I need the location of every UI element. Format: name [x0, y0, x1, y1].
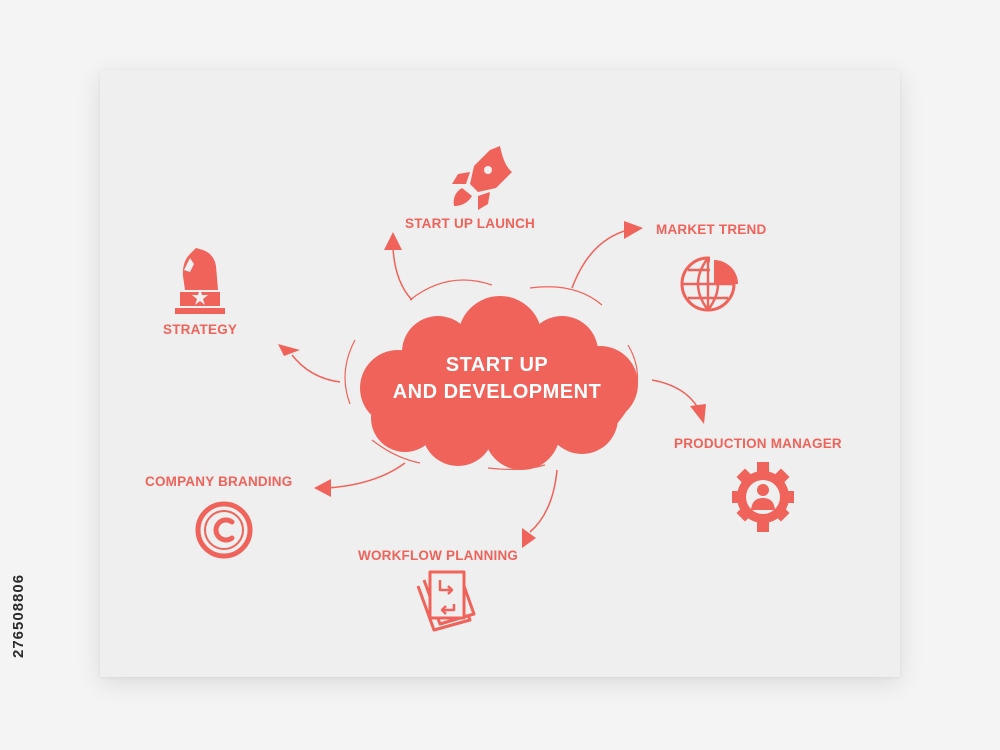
rocket-icon: [452, 146, 512, 210]
arrowhead-strategy: [278, 344, 300, 356]
connector-market-trend: [571, 229, 629, 289]
arrowhead-start-up-launch: [384, 232, 402, 250]
orbit-arcs: [344, 279, 639, 471]
connector-company-branding: [326, 462, 406, 489]
arrowhead-production-manager: [690, 404, 706, 424]
center-title-line-2: AND DEVELOPMENT: [392, 381, 602, 403]
workflow-documents-icon: [416, 570, 476, 632]
gear-person-icon: [732, 462, 794, 532]
connector-strategy: [291, 354, 341, 383]
chess-knight-icon: [175, 248, 225, 314]
center-title: START UP AND DEVELOPMENT: [352, 352, 642, 406]
connector-production-manager: [651, 379, 699, 409]
arrowhead-workflow-planning: [522, 528, 536, 548]
central-cloud: [360, 296, 638, 470]
globe-chart-icon: [680, 256, 742, 312]
label-strategy: STRATEGY: [163, 322, 238, 337]
arrowhead-company-branding: [314, 479, 331, 497]
connector-start-up-launch: [392, 247, 413, 301]
label-company-branding: COMPANY BRANDING: [145, 474, 293, 489]
label-start-up-launch: START UP LAUNCH: [405, 216, 535, 231]
arrow-heads: [278, 221, 706, 548]
connector-workflow-planning: [529, 469, 558, 533]
arrowhead-market-trend: [624, 221, 643, 239]
label-market-trend: MARKET TREND: [656, 222, 767, 237]
copyright-icon: [195, 501, 253, 559]
center-title-line-1: START UP: [445, 354, 549, 376]
connector-arrows: [291, 229, 699, 533]
label-production-manager: PRODUCTION MANAGER: [674, 436, 842, 451]
label-workflow-planning: WORKFLOW PLANNING: [358, 548, 519, 563]
stock-id: 276508806: [10, 573, 27, 658]
